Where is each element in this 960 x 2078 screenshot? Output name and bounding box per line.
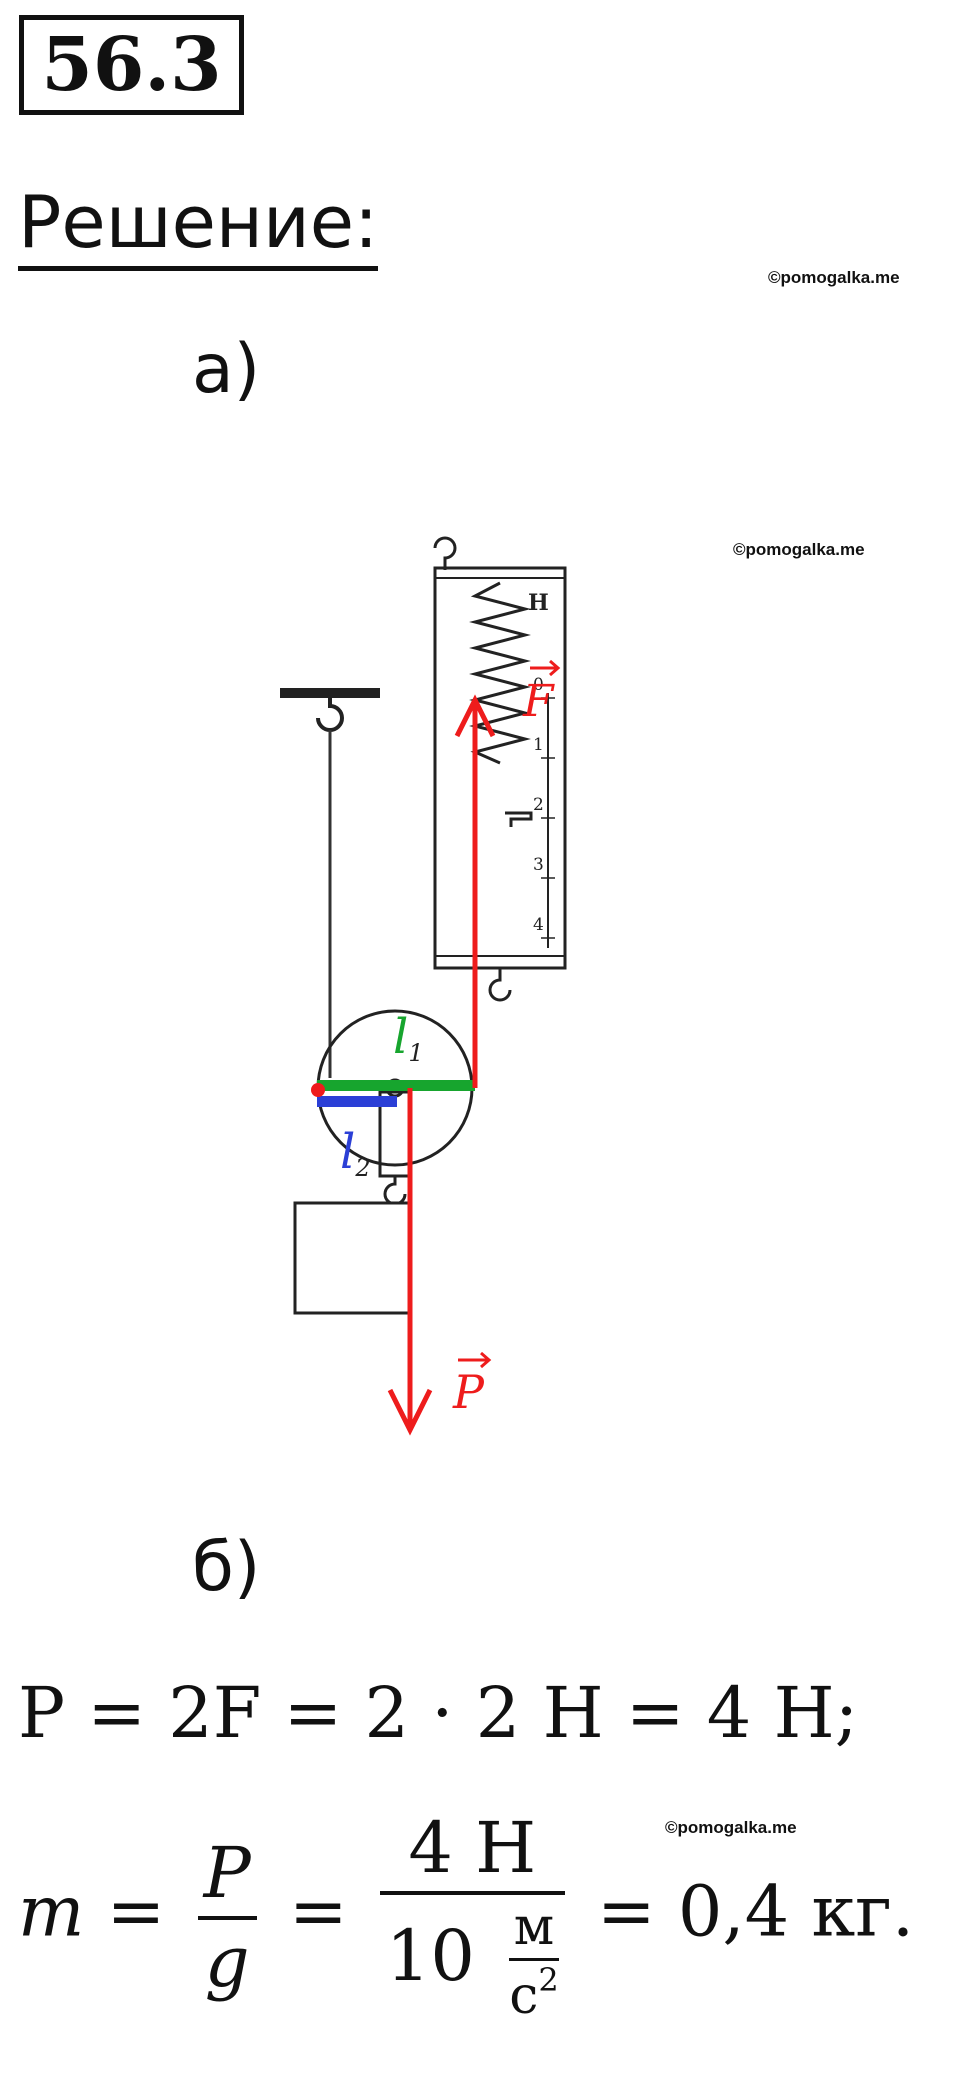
formula-weight: P = 2F = 2 · 2 Н = 4 Н; xyxy=(18,1672,859,1754)
arm-l2-line xyxy=(317,1096,397,1107)
watermark: ©pomogalka.me xyxy=(768,268,900,287)
part-b-label: б) xyxy=(192,1528,261,1607)
fraction-value: 4 Н 10 м с2 xyxy=(379,1807,565,2027)
scale-unit: Н xyxy=(528,590,549,616)
problem-number: 56.3 xyxy=(41,22,222,108)
arm-l1-line xyxy=(317,1080,475,1091)
problem-number-box: 56.3 xyxy=(19,15,244,115)
part-a-label: а) xyxy=(192,330,261,409)
dynamometer-bottom-hook xyxy=(488,968,512,1002)
unit-fraction: м с2 xyxy=(509,1897,559,2027)
frac1-denominator: g xyxy=(204,1920,250,2003)
scale-mark-0: 0 xyxy=(533,675,544,695)
pulley-diagram: Н 0 1 2 3 4 F P l1 l2 xyxy=(280,536,567,1436)
force-F-label: F xyxy=(522,676,555,727)
frac1-bar xyxy=(197,1915,257,1920)
arm-l1-label: l1 xyxy=(393,1009,424,1067)
frac1-numerator: P xyxy=(203,1831,251,1914)
scale-mark-4: 4 xyxy=(533,915,544,935)
fraction-p-over-g: P g xyxy=(197,1831,257,2003)
arm-l2-label: l2 xyxy=(340,1124,371,1182)
equals-sign: = xyxy=(288,1870,348,1953)
scale-mark-3: 3 xyxy=(533,855,544,875)
equals-sign: = xyxy=(106,1870,166,1953)
frac2-denominator: 10 м с2 xyxy=(380,1897,565,2027)
dynamometer-spring xyxy=(469,581,531,765)
watermark: ©pomogalka.me xyxy=(665,1818,797,1837)
pulley-bottom-hook xyxy=(383,1176,407,1206)
g-value: 10 xyxy=(385,1915,475,1998)
scale-mark-1: 1 xyxy=(533,735,544,755)
watermark: ©pomogalka.me xyxy=(733,540,865,559)
force-P-label: P xyxy=(452,1365,485,1419)
unit-bar xyxy=(509,1958,559,1962)
scale-ticks xyxy=(541,697,555,939)
result: = 0,4 кг. xyxy=(596,1870,915,1953)
frac2-numerator: 4 Н xyxy=(408,1807,537,1889)
scale-mark-2: 2 xyxy=(533,795,544,815)
load-block xyxy=(293,1201,412,1315)
unit-numerator: м xyxy=(513,1897,555,1957)
mass-symbol: m xyxy=(18,1870,85,1953)
unit-denominator: с2 xyxy=(509,1961,559,2027)
ceiling-bar xyxy=(280,688,380,698)
dynamometer-pointer xyxy=(505,811,533,827)
formula-mass: m = P g = 4 Н 10 м с2 = 0,4 кг. xyxy=(18,1810,914,2025)
solution-heading: Решение: xyxy=(18,186,379,271)
dynamometer-top-hook xyxy=(433,536,457,570)
pivot-dot xyxy=(311,1083,325,1097)
ceiling-hook xyxy=(316,698,344,732)
frac2-bar xyxy=(379,1891,565,1895)
